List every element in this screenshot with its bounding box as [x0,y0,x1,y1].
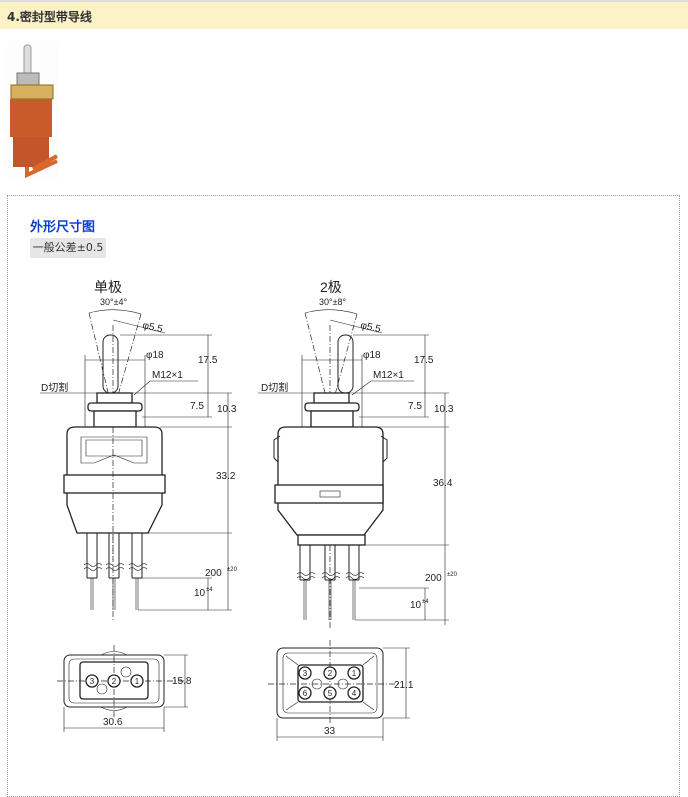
double-dim-7-5: 7.5 [408,401,422,412]
svg-text:3: 3 [303,669,308,678]
product-photo [7,41,59,180]
dimension-drawing: 单极 30°±4° φ5.5 φ18 17.5 M12×1 D切割 7.5 10… [40,279,458,741]
double-bottom-view: 3 2 1 6 5 4 21.1 33 [268,640,414,741]
double-pin-4: 4 [347,686,361,700]
svg-text:1: 1 [135,677,140,686]
toggle-switch-image [10,44,58,179]
single-angle-label: 30°±4° [100,297,128,307]
double-dim-strip-tol: ±4 [422,599,429,605]
single-d-cut: D切割 [41,381,68,394]
double-dim-10-3: 10.3 [434,404,454,415]
single-dim-lead-tol: ±20 [227,567,238,573]
double-angle-label: 30°±8° [319,297,347,307]
double-dim-17-5: 17.5 [414,355,434,366]
double-d-cut: D切割 [261,381,288,394]
single-pin-1: 1 [130,674,144,688]
double-bottom-height: 21.1 [394,680,414,691]
section-header: 4.密封型带导线 [0,0,688,29]
double-pin-2: 2 [323,666,337,680]
header-title: 4.密封型带导线 [7,10,92,24]
double-pole-drawing: 2极 30°±8° φ5.5 φ18 17.5 M12×1 D切割 7.5 10… [258,279,458,630]
double-pin-6: 6 [298,686,312,700]
double-pin-3: 3 [298,666,312,680]
single-dim-strip: 10 [194,588,206,599]
single-dim-strip-tol: ±4 [206,587,213,593]
single-pin-2: 2 [107,674,121,688]
single-bush-dia: φ18 [146,350,164,361]
dimension-panel: 外形尺寸图 一般公差±0.5 [7,195,680,797]
single-dim-body: 33.2 [216,471,236,482]
double-pole-title: 2极 [320,279,342,295]
svg-text:6: 6 [303,689,308,698]
single-bottom-width: 30.6 [103,717,123,728]
double-lead-wires [296,545,365,620]
double-dim-strip: 10 [410,600,422,611]
double-pin-1: 1 [347,666,361,680]
double-dim-body: 36.4 [433,478,453,489]
double-dim-lead: 200 [425,573,442,584]
svg-text:4: 4 [352,689,357,698]
single-dim-lead: 200 [205,568,222,579]
svg-text:1: 1 [352,669,357,678]
double-bush-dia: φ18 [363,350,381,361]
single-dim-10-3: 10.3 [217,404,237,415]
svg-text:2: 2 [112,677,117,686]
svg-text:5: 5 [328,689,333,698]
double-pin-5: 5 [323,686,337,700]
single-bottom-height: 15.8 [172,676,192,687]
svg-text:2: 2 [328,669,333,678]
single-pole-drawing: 单极 30°±4° φ5.5 φ18 17.5 M12×1 D切割 7.5 10… [40,279,238,620]
dimension-title: 外形尺寸图 [30,220,96,235]
single-pole-title: 单极 [94,279,122,295]
single-knob-dia: φ5.5 [141,320,164,335]
double-bottom-width: 33 [324,726,336,737]
single-bottom-view: 3 2 1 15.8 30.6 [57,645,192,732]
single-lead-wires [83,533,148,610]
double-thread: M12×1 [373,370,404,381]
single-dim-7-5: 7.5 [190,401,204,412]
single-dim-17-5: 17.5 [198,355,218,366]
double-dim-lead-tol: ±20 [447,572,458,578]
single-thread: M12×1 [152,370,183,381]
tolerance-badge: 一般公差±0.5 [30,238,106,258]
double-knob-dia: φ5.5 [359,320,382,335]
svg-text:3: 3 [90,677,95,686]
single-pin-3: 3 [85,674,99,688]
